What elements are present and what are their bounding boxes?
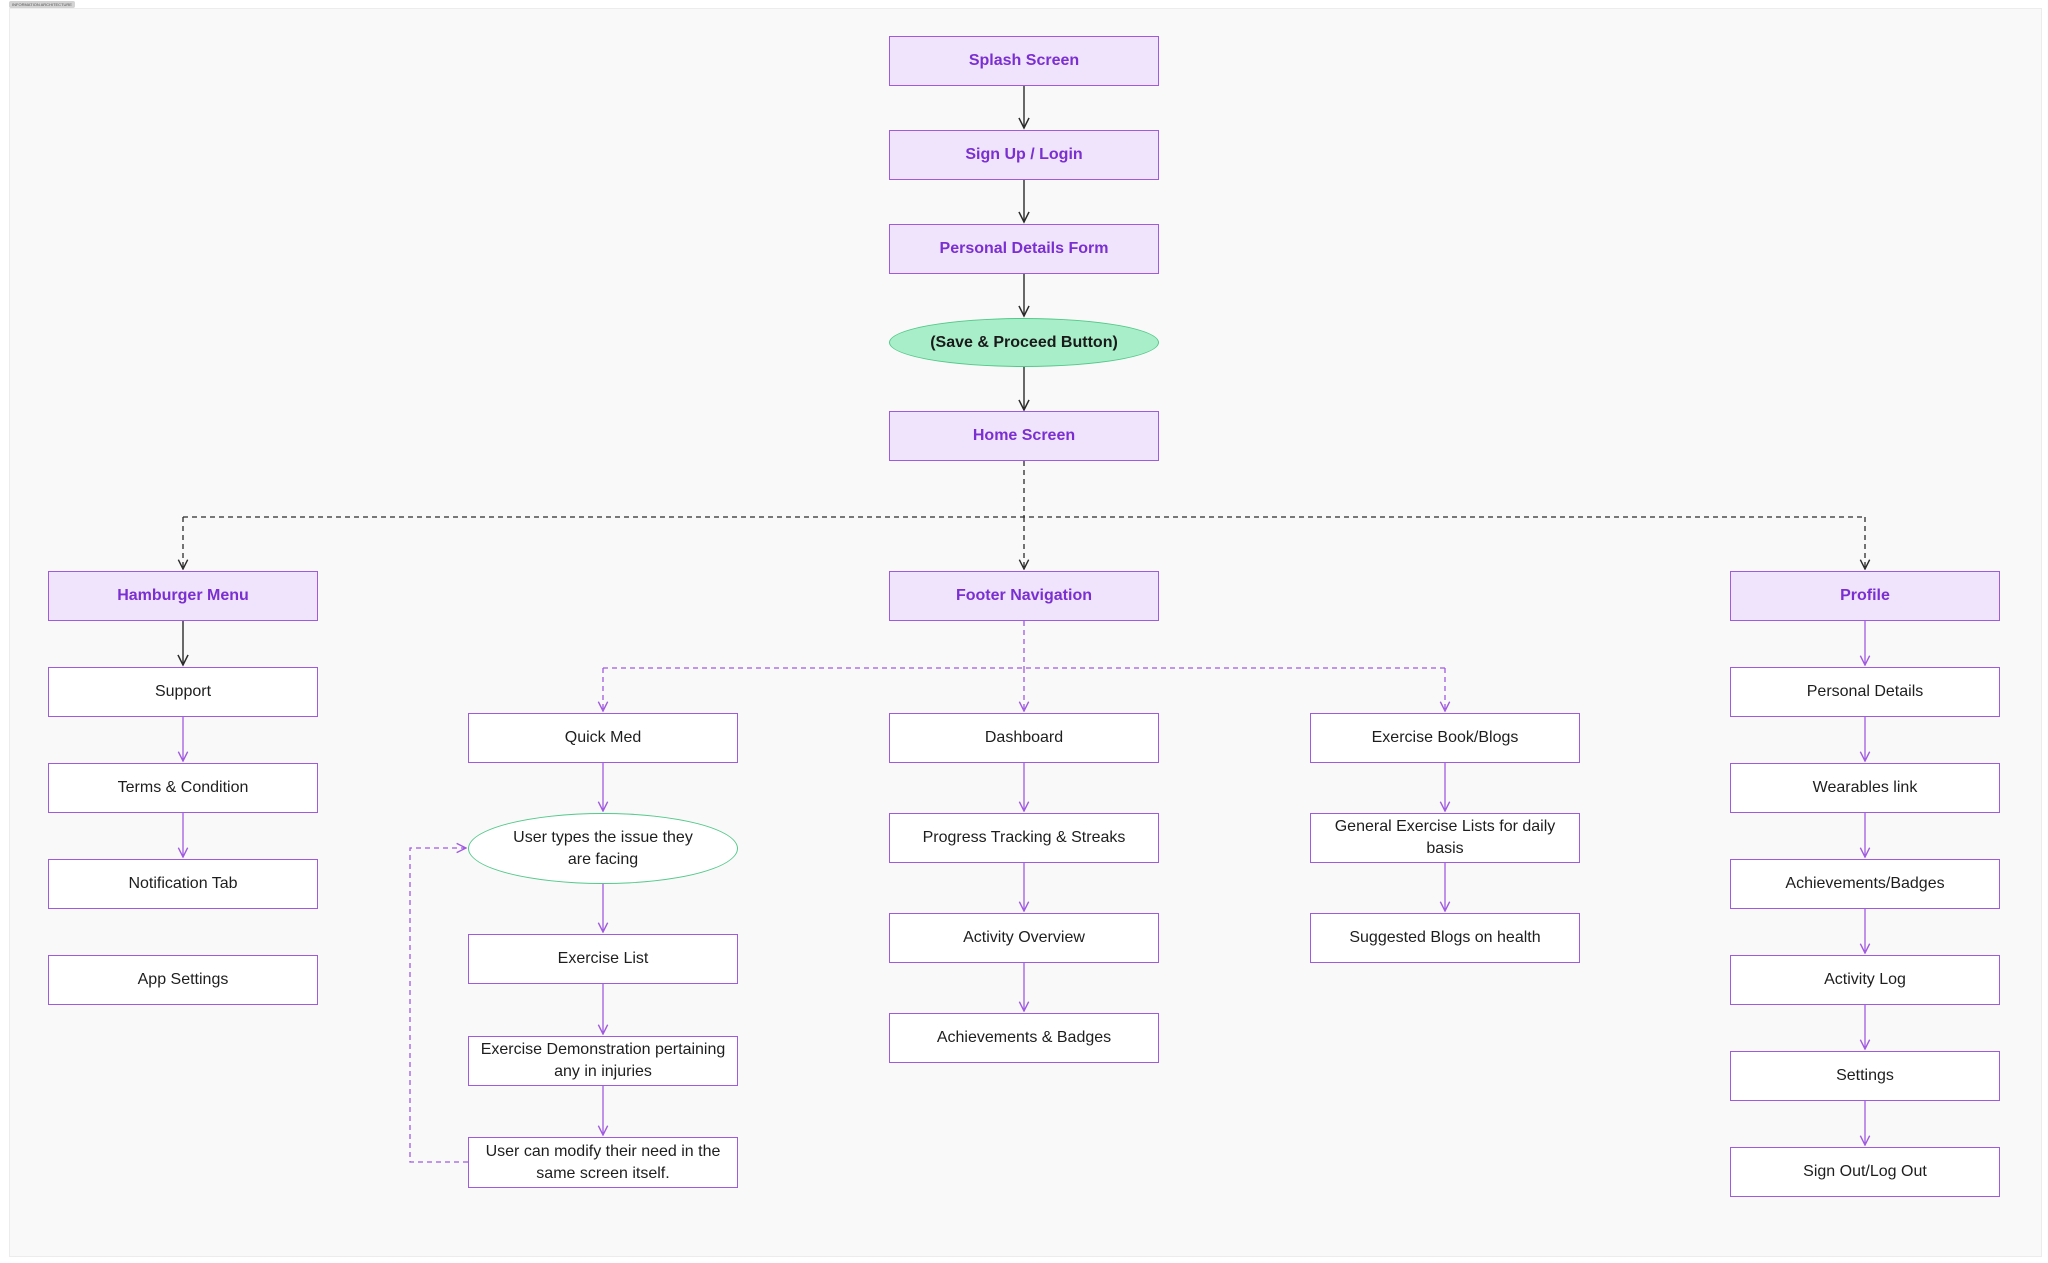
footer-navigation-node[interactable]: Footer Navigation	[889, 571, 1159, 621]
profile-node[interactable]: Profile	[1730, 571, 2000, 621]
dashboard-node[interactable]: Dashboard	[889, 713, 1159, 763]
suggested-blogs-node[interactable]: Suggested Blogs on health	[1310, 913, 1580, 963]
terms-condition-node[interactable]: Terms & Condition	[48, 763, 318, 813]
signup-login-node[interactable]: Sign Up / Login	[889, 130, 1159, 180]
exercise-list-node[interactable]: Exercise List	[468, 934, 738, 984]
general-exercise-lists-node[interactable]: General Exercise Lists for daily basis	[1310, 813, 1580, 863]
notification-tab-node[interactable]: Notification Tab	[48, 859, 318, 909]
wearables-link-node[interactable]: Wearables link	[1730, 763, 2000, 813]
connector-footer-branch	[603, 621, 1445, 669]
modify-need-node[interactable]: User can modify their need in the same s…	[468, 1137, 738, 1188]
frame-label: INFORMATION ARCHITECTURE	[9, 1, 75, 8]
profile-achievements-node[interactable]: Achievements/Badges	[1730, 859, 2000, 909]
save-proceed-decision[interactable]: (Save & Proceed Button)	[889, 318, 1159, 367]
issue-input-decision[interactable]: User types the issue they are facing	[468, 813, 738, 884]
home-screen-node[interactable]: Home Screen	[889, 411, 1159, 461]
connector-modify-loop	[409, 848, 468, 1163]
exercise-book-node[interactable]: Exercise Book/Blogs	[1310, 713, 1580, 763]
activity-log-node[interactable]: Activity Log	[1730, 955, 2000, 1005]
achievements-badges-node[interactable]: Achievements & Badges	[889, 1013, 1159, 1063]
sign-out-node[interactable]: Sign Out/Log Out	[1730, 1147, 2000, 1197]
support-node[interactable]: Support	[48, 667, 318, 717]
connector-home-branch	[183, 461, 1865, 518]
settings-node[interactable]: Settings	[1730, 1051, 2000, 1101]
splash-screen-node[interactable]: Splash Screen	[889, 36, 1159, 86]
personal-details-node[interactable]: Personal Details	[1730, 667, 2000, 717]
hamburger-menu-node[interactable]: Hamburger Menu	[48, 571, 318, 621]
progress-tracking-node[interactable]: Progress Tracking & Streaks	[889, 813, 1159, 863]
quick-med-node[interactable]: Quick Med	[468, 713, 738, 763]
personal-details-form-node[interactable]: Personal Details Form	[889, 224, 1159, 274]
activity-overview-node[interactable]: Activity Overview	[889, 913, 1159, 963]
exercise-demonstration-node[interactable]: Exercise Demonstration pertaining any in…	[468, 1036, 738, 1086]
app-settings-node[interactable]: App Settings	[48, 955, 318, 1005]
